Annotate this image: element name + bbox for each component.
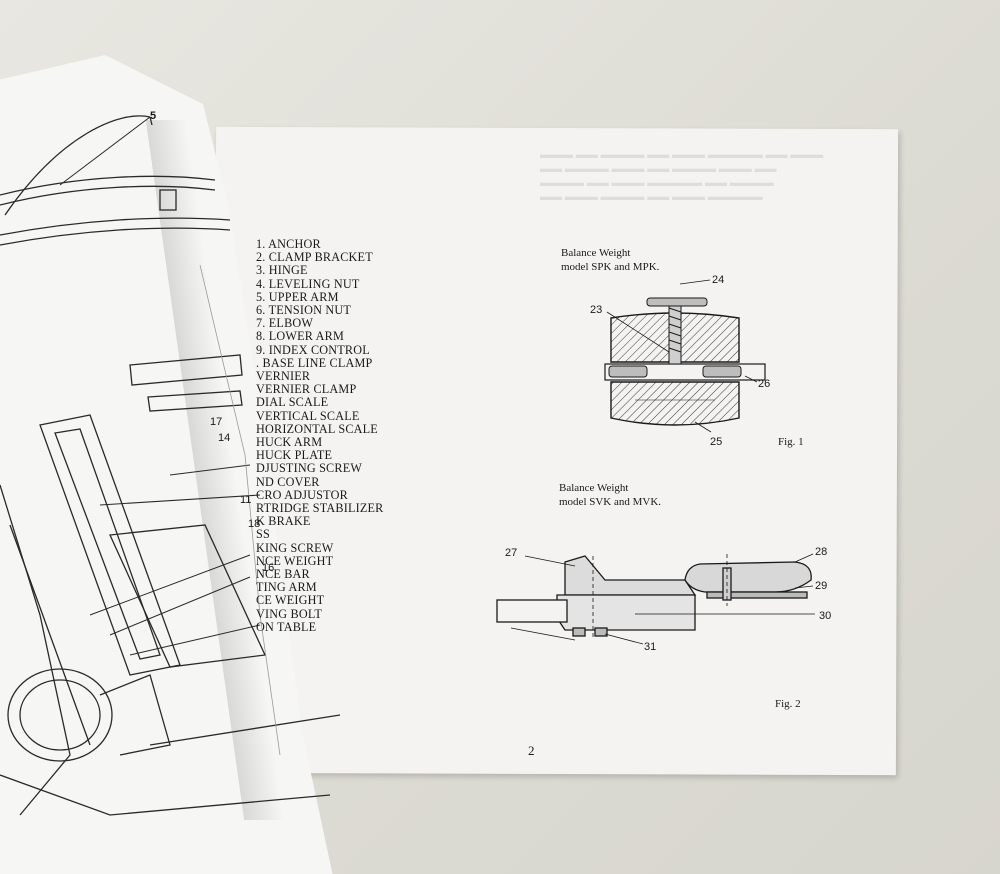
- fig1-caption-line1: Balance Weight: [561, 247, 631, 259]
- parts-list-item: HORIZONTAL SCALE: [256, 421, 378, 436]
- page-number: 2: [528, 743, 535, 758]
- parts-list-item: TING ARM: [256, 580, 317, 595]
- diagram-callout-18: 18: [248, 518, 261, 530]
- parts-list-item: NCE WEIGHT: [256, 553, 334, 568]
- parts-list-item: CE WEIGHT: [256, 593, 325, 608]
- fig2-caption-line1: Balance Weight: [559, 482, 629, 494]
- parts-list-item: 4. LEVELING NUT: [256, 276, 360, 291]
- parts-list-item: VING BOLT: [256, 606, 323, 621]
- parts-list-item: KING SCREW: [256, 540, 334, 555]
- fig2-callout-28: 28: [815, 546, 828, 558]
- parts-list-item: . BASE LINE CLAMP: [256, 355, 373, 370]
- fig2-label: Fig. 2: [775, 698, 801, 710]
- parts-list-item: 7. ELBOW: [256, 316, 314, 331]
- parts-list-item: HUCK ARM: [256, 435, 323, 450]
- fig2-callout-31: 31: [644, 641, 657, 653]
- bleed-through-text: ▬▬▬ ▬▬ ▬▬▬▬ ▬▬ ▬▬▬ ▬▬▬▬▬ ▬▬ ▬▬▬▬▬ ▬▬▬▬ ▬…: [540, 149, 824, 203]
- parts-list-item: SS: [256, 527, 270, 542]
- fig1-callout-25: 25: [710, 436, 723, 448]
- fig1-caption: Balance Weight model SPK and MPK.: [561, 246, 659, 274]
- parts-list-item: ON TABLE: [256, 619, 317, 634]
- fig1-callout-26: 26: [758, 378, 771, 390]
- parts-list-item: 3. HINGE: [256, 263, 308, 278]
- parts-list-item: NCE BAR: [256, 567, 310, 582]
- diagram-callout-5: 5: [150, 110, 157, 122]
- parts-list-item: VERNIER CLAMP: [256, 382, 357, 397]
- diagram-callout-16: 16: [262, 562, 275, 574]
- parts-list-item: K BRAKE: [256, 514, 311, 529]
- parts-list-item: 8. LOWER ARM: [256, 329, 345, 344]
- parts-list-item: DJUSTING SCREW: [256, 461, 363, 476]
- parts-list-item: 2. CLAMP BRACKET: [256, 250, 373, 265]
- diagram-callout-17: 17: [210, 416, 223, 428]
- parts-list-item: VERNIER: [256, 369, 311, 384]
- parts-list-item: 6. TENSION NUT: [256, 303, 351, 318]
- fig1-label: Fig. 1: [778, 436, 804, 448]
- parts-list-item: ND COVER: [256, 474, 320, 489]
- parts-list-item: CRO ADJUSTOR: [256, 487, 348, 502]
- fig2-callout-30: 30: [819, 610, 832, 622]
- parts-list-item: 9. INDEX CONTROL: [256, 342, 370, 357]
- diagram-callout-11: 11: [240, 494, 252, 506]
- fig2-caption: Balance Weight model SVK and MVK.: [559, 481, 661, 509]
- fig1-callout-23: 23: [590, 304, 603, 316]
- parts-list-item: VERTICAL SCALE: [256, 408, 360, 423]
- fig1-balance-weight-drawing: [604, 279, 766, 433]
- fig2-callout-29: 29: [815, 580, 828, 592]
- parts-list-item: 1. ANCHOR: [256, 237, 321, 251]
- parts-list-item: RTRIDGE STABILIZER: [256, 501, 384, 516]
- fig1-callout-24: 24: [712, 274, 725, 286]
- fig1-caption-line2: model SPK and MPK.: [561, 261, 660, 273]
- parts-list-item: 5. UPPER ARM: [256, 289, 339, 304]
- fig2-caption-line2: model SVK and MVK.: [559, 496, 662, 508]
- diagram-callout-14: 14: [218, 432, 231, 444]
- parts-list-item: DIAL SCALE: [256, 395, 329, 410]
- parts-list-item: HUCK PLATE: [256, 448, 333, 463]
- fig2-balance-weight-drawing: [496, 553, 815, 645]
- fig2-callout-27: 27: [505, 547, 518, 559]
- tonearm-exploded-diagram: [0, 115, 341, 816]
